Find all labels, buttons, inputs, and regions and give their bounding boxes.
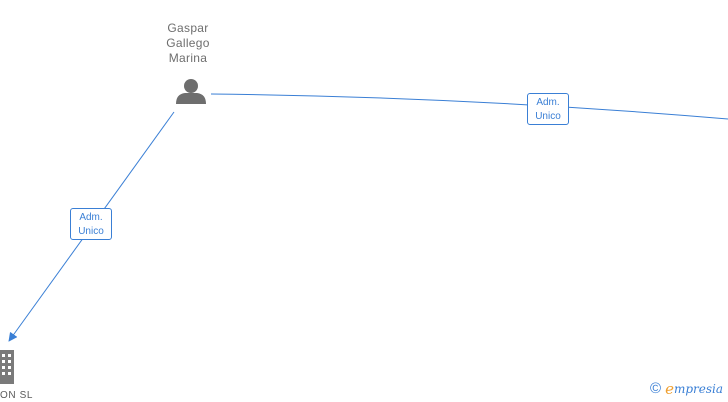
person-name-line-2: Gallego [166,36,210,50]
building-icon[interactable] [0,350,14,384]
relation-label-line-2: Unico [78,226,104,237]
person-icon[interactable] [176,79,206,104]
relation-label-line-1: Adm. [536,97,560,108]
edge-person-to-right [210,93,728,120]
company-name[interactable]: ON SL [0,390,34,401]
copyright-icon: © [650,380,662,397]
relation-label-company[interactable]: Adm. Unico [70,208,112,240]
relation-label-right[interactable]: Adm. Unico [527,93,569,125]
brand-watermark: © e mpresia [650,380,723,398]
relation-label-line-1: Adm. [79,212,103,223]
person-name[interactable]: Gaspar Gallego Marina [138,21,238,66]
brand-logo-letter: e [665,380,674,398]
person-name-line-3: Marina [168,51,208,65]
person-name-line-1: Gaspar [167,21,209,35]
brand-logo-text: mpresia [673,382,724,396]
relation-label-line-2: Unico [535,111,561,122]
